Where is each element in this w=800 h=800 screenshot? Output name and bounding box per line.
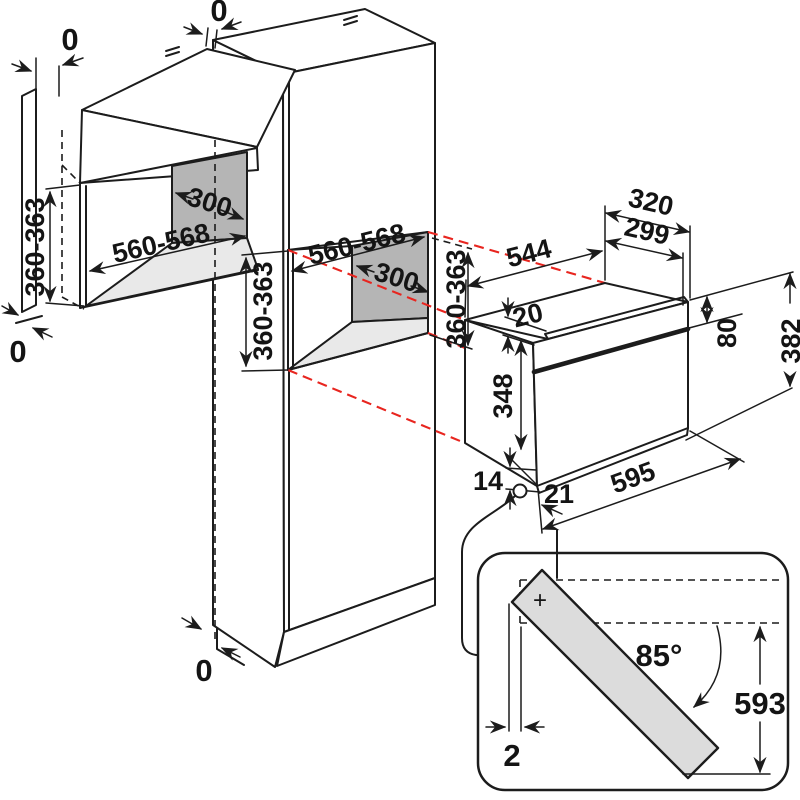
wall-cabinet-bottom-edge [15, 315, 43, 324]
oven-top-rim [544, 296, 689, 340]
dim-wall-botgap-arrow-l [1, 301, 20, 316]
tall-cabinet-plinth [276, 577, 436, 667]
dim-oven-frontwidth-label: 595 [607, 456, 660, 500]
dim-wall-height-label: 360-363 [20, 197, 50, 296]
dim-oven-dooroffset-label: 21 [544, 479, 574, 509]
dim-oven-bodywidth-label: 544 [503, 233, 554, 273]
dim-tall-topgap-arrow-r [220, 17, 242, 30]
dim-tall-heightR-ext-bot [429, 334, 473, 350]
callout-circle [512, 483, 528, 499]
detail-height-label: 593 [734, 686, 786, 721]
dim-tall-heightL-label: 360-363 [248, 261, 278, 360]
wall-side-panel [21, 88, 37, 313]
dim-tall-depth-arrow2 [410, 280, 430, 294]
dim-oven: 544 320 299 20 348 14 21 595 80 382 [464, 183, 800, 534]
dim-tall-botgap-label: 0 [195, 653, 212, 688]
dim-wall-topgap-ticks [35, 57, 60, 97]
detail-open-door [510, 568, 720, 780]
dim-tall-cabinet: 0 560-568 300 360-363 360-363 0 [181, 0, 475, 688]
dim-wall-topgap-label: 0 [61, 22, 78, 57]
dim-oven-botinset-label: 14 [473, 466, 503, 496]
dim-oven-right-ext [685, 271, 794, 441]
dim-wall-height-ext [45, 184, 85, 307]
dim-wall-topgap-arrow-r [61, 53, 84, 67]
dim-wall-botgap-arrow-r [31, 327, 53, 341]
detail-worktop-dashed [519, 579, 784, 624]
tall-cabinet [212, 8, 436, 668]
dim-tall-width-line [290, 234, 426, 274]
dim-tall-botgap-arrow-r [220, 647, 241, 661]
dim-oven-bodywidth-line [466, 248, 604, 289]
detail-hinge-mark: + [533, 587, 547, 614]
tall-cabinet-hinge-mark [343, 15, 358, 26]
callout-leader [461, 495, 516, 656]
wall-cabinet-hidden-edges [61, 130, 85, 310]
detail-clearance-label: 2 [503, 738, 520, 773]
dim-tall-topgap-ticks [205, 27, 218, 49]
dim-oven-totalheight-label: 382 [776, 318, 800, 363]
oven-door-top-line [531, 326, 691, 375]
detail-clearance-ext [508, 603, 522, 732]
dim-wall-depth-arrow1 [174, 191, 194, 205]
wall-cabinet-hinge-mark [165, 46, 180, 57]
dim-tall-botgap-arrow-l [181, 615, 203, 630]
wall-niche-opening [79, 147, 259, 309]
dim-tall-heightL-ext [241, 250, 289, 372]
detail-angle-arc [693, 625, 722, 708]
dim-tall-depth-arrow1 [355, 264, 375, 278]
dim-wall-botgap-label: 0 [9, 334, 26, 369]
door-detail-box: + 85° 593 2 [476, 529, 790, 792]
door-callout [461, 483, 528, 656]
dim-tall-heightR-ext-top [431, 237, 473, 250]
dim-wall-depth-arrow2 [220, 207, 245, 220]
dim-oven-bodyheight-label: 348 [488, 373, 518, 418]
detail-angle-label: 85° [636, 638, 683, 673]
dim-tall-topgap-label: 0 [210, 0, 227, 28]
dim-oven-nichedepth-line [604, 209, 691, 236]
dim-oven-frontwidth-ext [537, 430, 745, 534]
dim-wall-topgap-arrow-l [11, 59, 33, 72]
dim-oven-bodydepth-line [604, 237, 684, 262]
dim-oven-frontpanel-label: 80 [712, 318, 742, 348]
dim-tall-heightR-label: 360-363 [441, 249, 471, 348]
dim-tall-topgap-arrow-l [183, 22, 204, 35]
dim-wall-width-line [88, 232, 247, 275]
dim-oven-frontwidth-line [541, 457, 742, 531]
dim-oven-topinset-label: 20 [510, 297, 546, 333]
